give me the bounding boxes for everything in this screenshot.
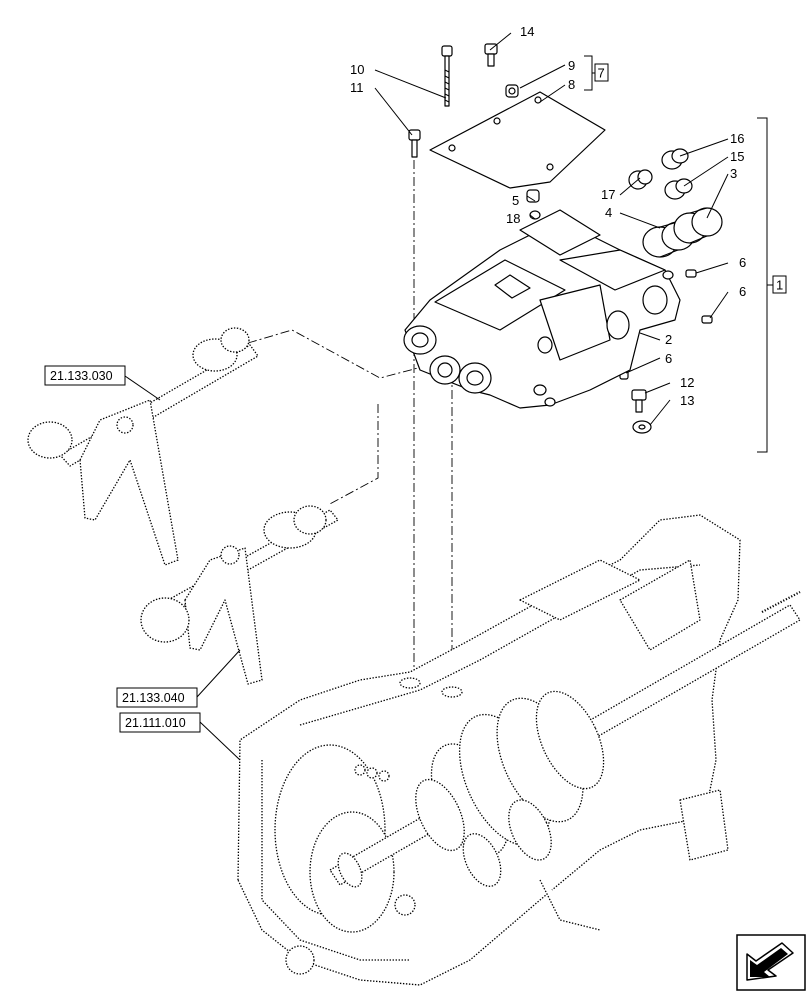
callout-6a: 6 <box>739 255 746 270</box>
svg-text:21.133.040: 21.133.040 <box>122 691 185 705</box>
reference-21-133-040[interactable]: 21.133.040 <box>116 687 198 708</box>
callout-18: 12 <box>680 375 694 390</box>
callout-9: 9 <box>568 58 575 73</box>
alignment-lines <box>247 160 521 690</box>
bolt-10 <box>441 45 453 107</box>
svg-text:21.133.030: 21.133.030 <box>50 369 113 383</box>
callout-12: 14 <box>520 24 534 39</box>
callout-10: 10 <box>350 62 364 77</box>
svg-text:1: 1 <box>776 278 783 293</box>
callout-6b: 6 <box>739 284 746 299</box>
callout-4: 4 <box>605 205 612 220</box>
callout-6c: 6 <box>665 351 672 366</box>
bolt-18 <box>631 389 647 413</box>
shift-housing <box>403 209 681 409</box>
seal-rings <box>628 148 723 258</box>
bracket-1 <box>757 117 773 453</box>
callout-11: 11 <box>350 80 364 95</box>
main-shaft-gears <box>329 591 801 888</box>
callout-13: 15 <box>730 149 744 164</box>
reference-21-111-010[interactable]: 21.111.010 <box>119 712 201 733</box>
screw-11 <box>408 129 421 158</box>
callout-16: 18 <box>506 211 520 226</box>
callout-14: 16 <box>730 131 744 146</box>
svg-text:21.111.010: 21.111.010 <box>125 716 186 730</box>
o-ring-16 <box>529 210 541 220</box>
shift-fork-upper <box>27 327 259 566</box>
svg-text:7: 7 <box>598 66 605 81</box>
bracket-label-1: 1 <box>772 275 787 294</box>
reference-21-133-030[interactable]: 21.133.030 <box>44 365 126 386</box>
washer-17 <box>632 420 652 434</box>
callout-2: 2 <box>665 332 672 347</box>
callout-8: 8 <box>568 77 575 92</box>
callout-5: 5 <box>512 193 519 208</box>
leader-lines <box>124 32 729 761</box>
next-page-arrow-icon[interactable] <box>736 934 806 991</box>
callout-labels: 14 9 8 10 11 16 15 3 17 4 5 18 6 6 2 6 1… <box>350 24 746 408</box>
bracket-7 <box>584 55 595 91</box>
plug-9 <box>505 84 519 98</box>
callout-3: 3 <box>730 166 737 181</box>
callout-15: 17 <box>601 187 615 202</box>
shift-fork-lower <box>140 505 339 685</box>
screw-12 <box>484 43 498 67</box>
bracket-label-7: 7 <box>594 63 609 82</box>
cover-plate <box>429 91 606 189</box>
callout-17: 13 <box>680 393 694 408</box>
